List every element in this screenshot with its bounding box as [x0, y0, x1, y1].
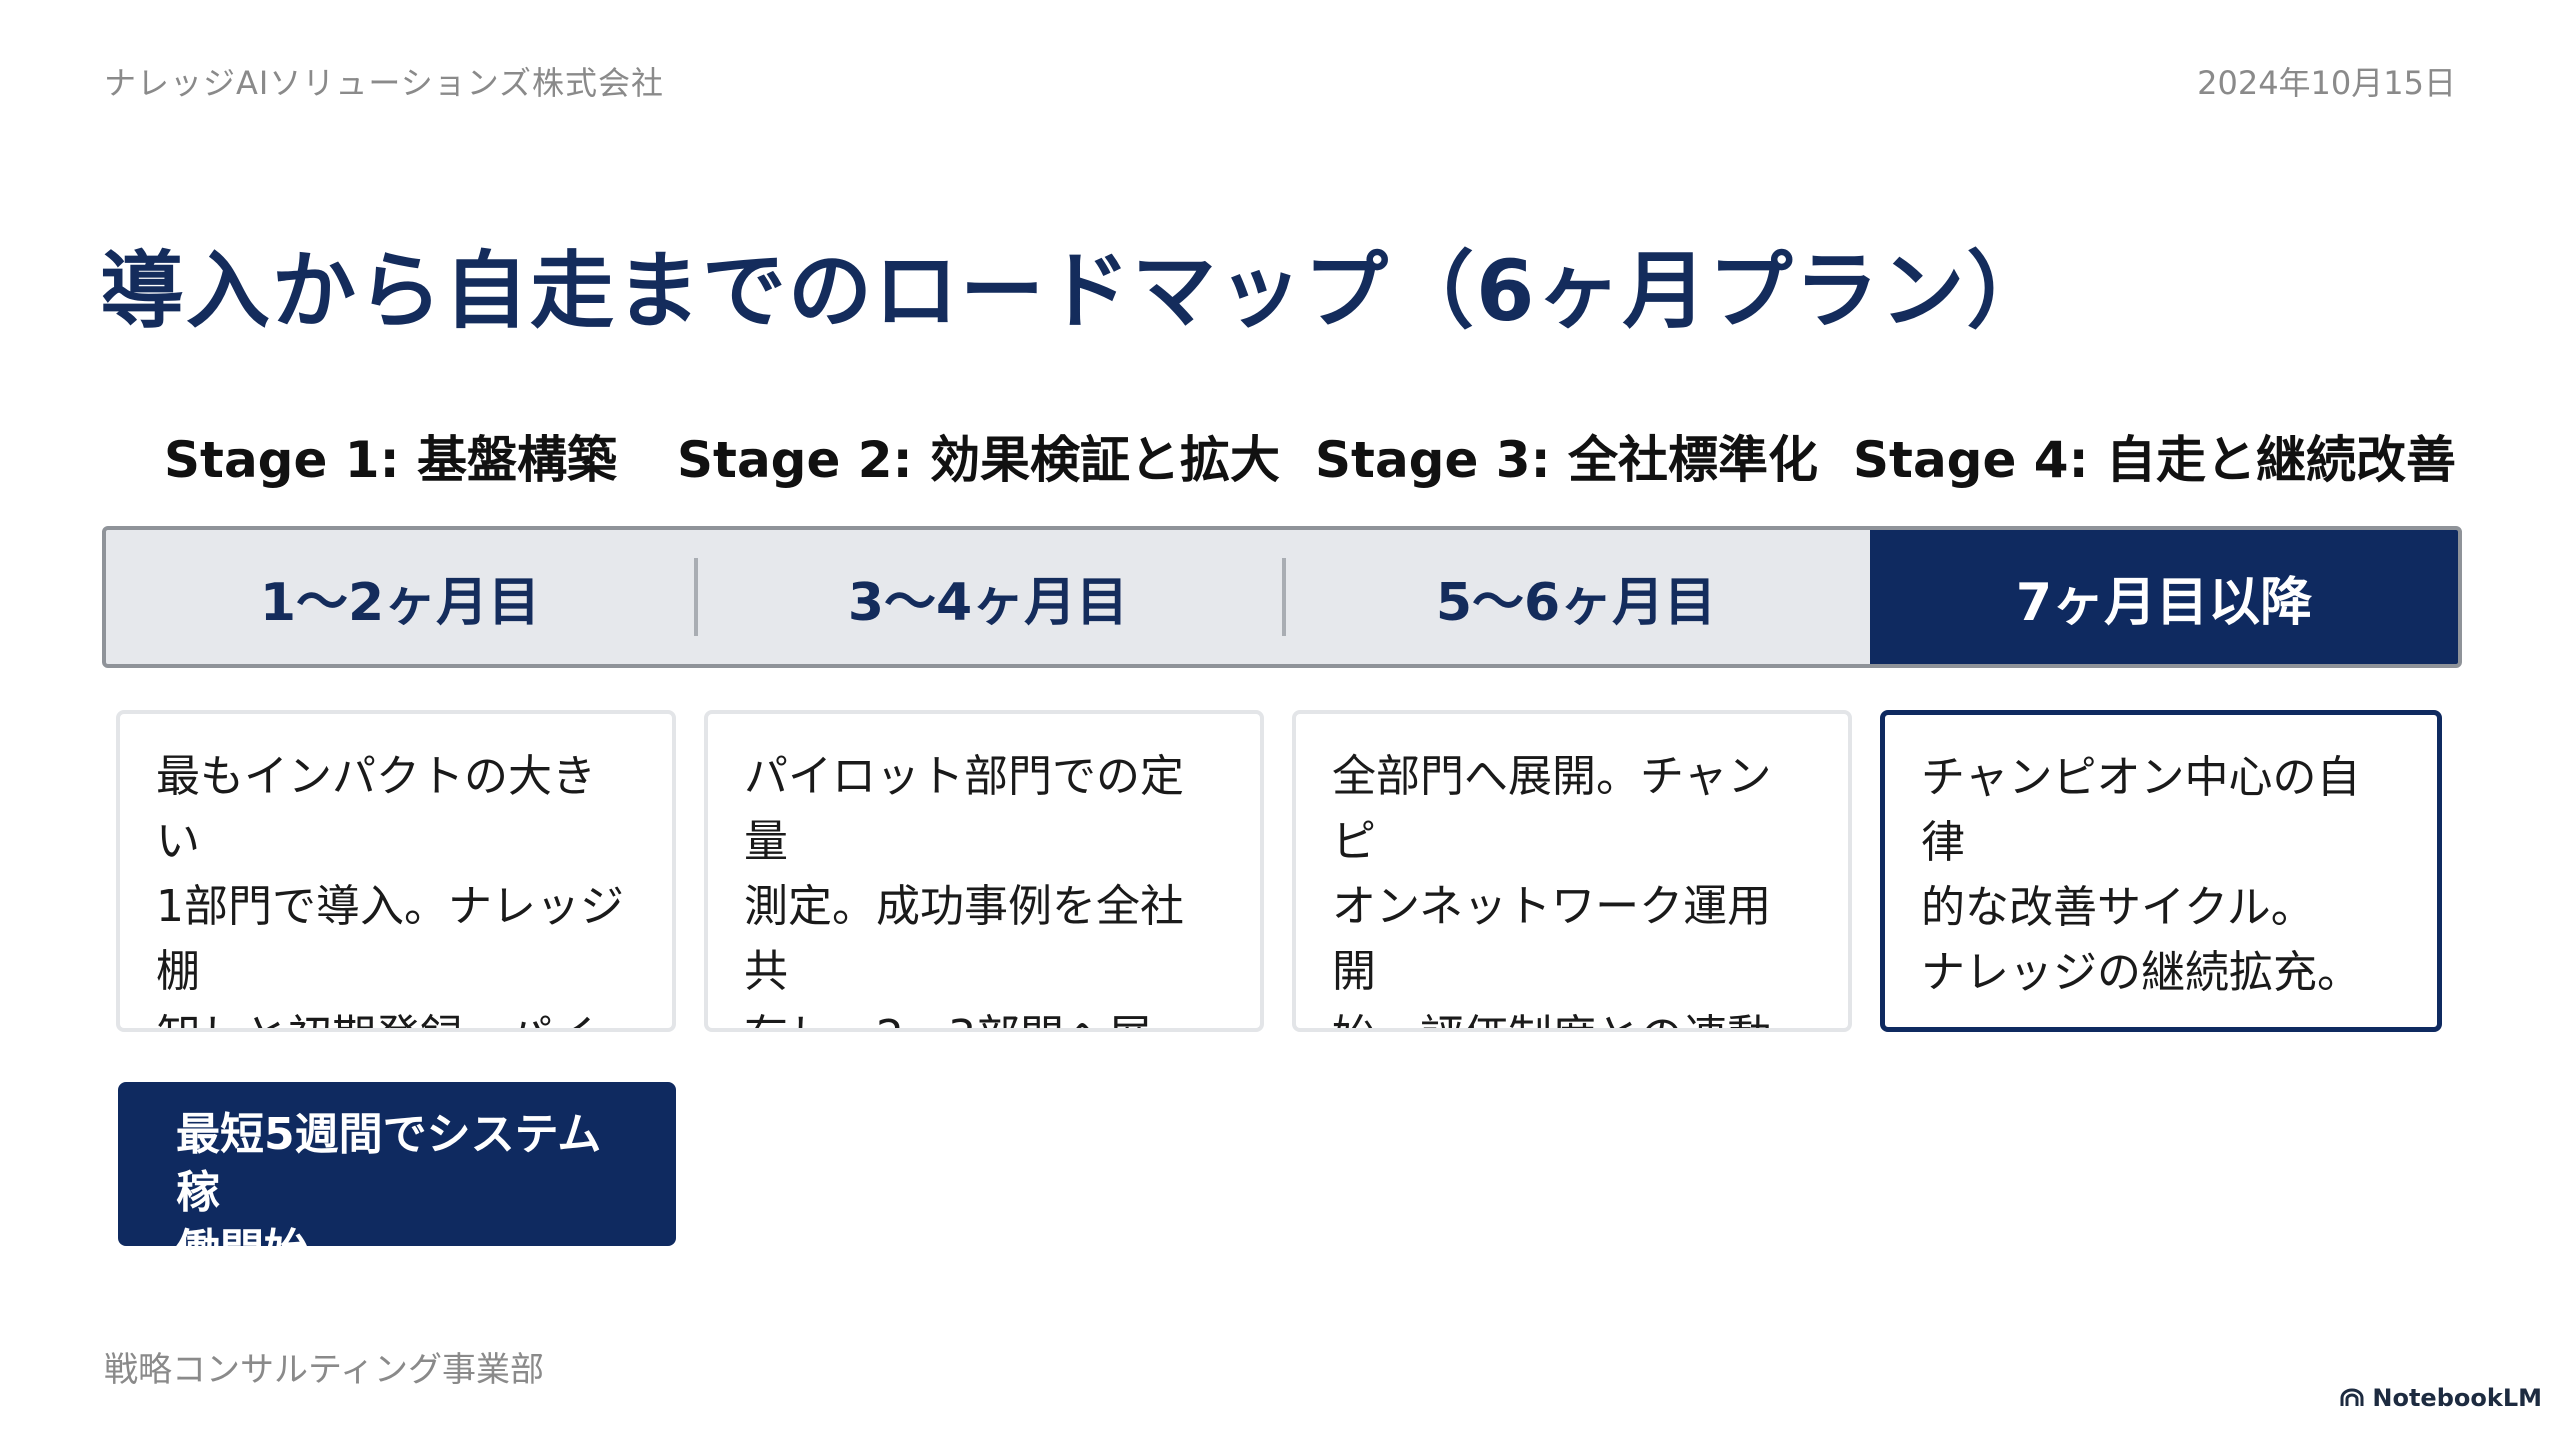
stage-2-card: パイロット部門での定量 測定。成功事例を全社共 有し、2〜3部門へ展開。 — [704, 710, 1264, 1032]
stage-1-period: 1〜2ヶ月目 — [259, 572, 541, 633]
stage-1-card: 最もインパクトの大きい 1部門で導入。ナレッジ棚 卸しと初期登録。パイロッ トチ… — [116, 710, 676, 1032]
stage-3-card: 全部門へ展開。チャンピ オンネットワーク運用開 始。評価制度との連動ス タート。 — [1292, 710, 1852, 1032]
notebooklm-branding: NotebookLM — [2340, 1384, 2542, 1412]
stage-3-label: Stage 3: 全社標準化 — [1315, 431, 1818, 489]
notebooklm-label: NotebookLM — [2372, 1384, 2542, 1412]
stage-labels-row: Stage 1: 基盤構築 Stage 2: 効果検証と拡大 Stage 3: … — [104, 420, 2456, 492]
slide-title: 導入から自走までのロードマップ（6ヶ月プラン） — [100, 242, 2053, 341]
timeline-bar: 1〜2ヶ月目 3〜4ヶ月目 5〜6ヶ月目 7ヶ月目以降 — [102, 526, 2462, 668]
company-name: ナレッジAIソリューションズ株式会社 — [104, 64, 665, 102]
stage-2-label: Stage 2: 効果検証と拡大 — [677, 431, 1280, 489]
notebooklm-icon — [2340, 1388, 2364, 1406]
stage-4-label: Stage 4: 自走と継続改善 — [1853, 431, 2456, 489]
stage-4-card: チャンピオン中心の自律 的な改善サイクル。 ナレッジの継続拡充。 — [1880, 710, 2442, 1032]
department-name: 戦略コンサルティング事業部 — [104, 1350, 544, 1390]
stage-2-period: 3〜4ヶ月目 — [694, 530, 1282, 664]
launch-callout: 最短5週間でシステム稼 働開始。 — [118, 1082, 676, 1276]
presentation-date: 2024年10月15日 — [2197, 64, 2456, 102]
stage-4-period: 7ヶ月目以降 — [1870, 530, 2458, 664]
stage-description-cards: 最もインパクトの大きい 1部門で導入。ナレッジ棚 卸しと初期登録。パイロッ トチ… — [116, 710, 2442, 1032]
stage-3-period: 5〜6ヶ月目 — [1282, 530, 1870, 664]
stage-1-label: Stage 1: 基盤構築 — [164, 431, 617, 489]
